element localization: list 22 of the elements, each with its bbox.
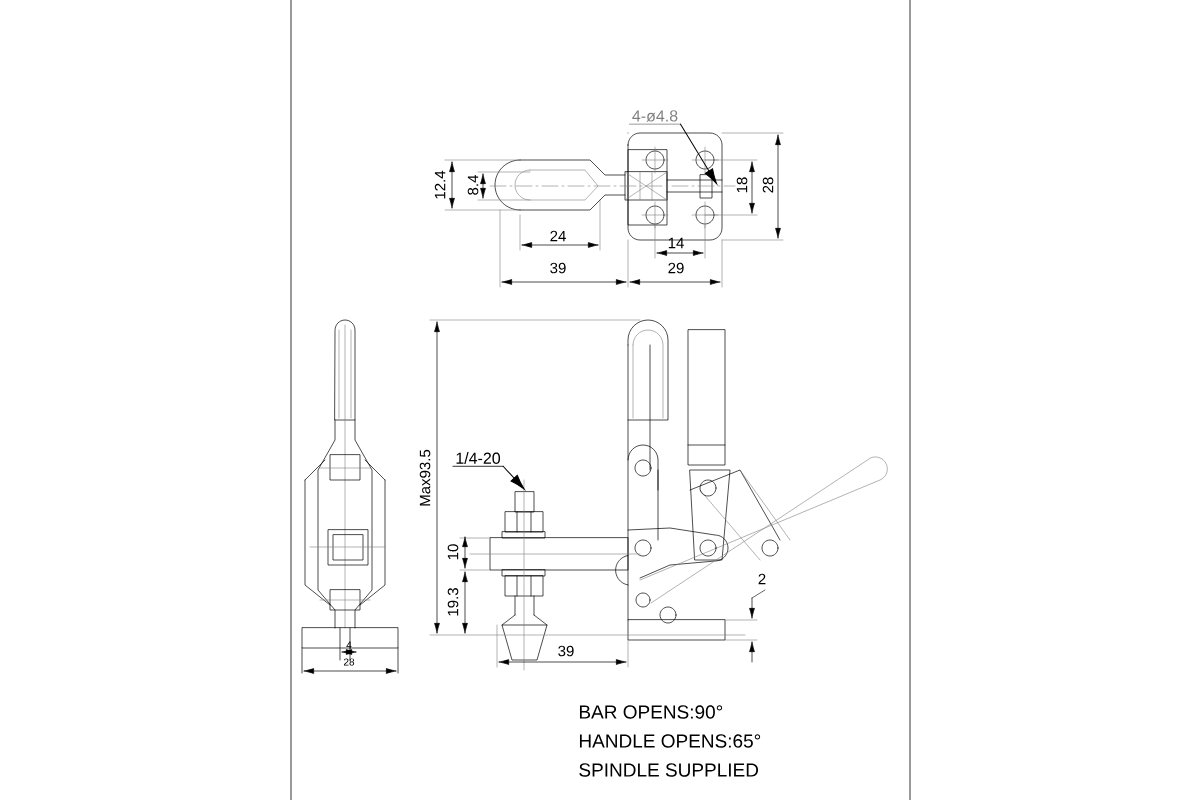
dimension-text: 12.4 bbox=[434, 170, 446, 199]
dimension-text: 28 bbox=[762, 177, 774, 193]
dimension-text: Max93.5 bbox=[419, 449, 431, 506]
dimension-text: HANDLE OPENS:65° bbox=[579, 734, 761, 748]
dimension-text: 24 bbox=[550, 230, 566, 242]
dimension-text: 28 bbox=[343, 658, 355, 666]
dimension-text: 4 bbox=[346, 641, 352, 649]
leader-line bbox=[502, 465, 525, 490]
dimension-text: 10 bbox=[447, 544, 459, 560]
dimension-text: 18 bbox=[736, 177, 748, 193]
dimension-text: 14 bbox=[668, 237, 684, 249]
callout-text: 4-ø4.8 bbox=[629, 110, 681, 125]
dimension-text: 39 bbox=[550, 262, 566, 274]
dimension-text: 39 bbox=[558, 645, 574, 657]
dimension-text: SPINDLE SUPPLIED bbox=[579, 763, 759, 777]
dimension-text: 29 bbox=[668, 262, 684, 274]
dimension-text: 8.4 bbox=[467, 175, 479, 195]
dimension-text: 2 bbox=[758, 573, 766, 585]
callout-text: 1/4-20 bbox=[452, 452, 504, 467]
dimension-text: BAR OPENS:90° bbox=[579, 705, 723, 719]
leader-line bbox=[680, 123, 718, 185]
dimension-text: 19.3 bbox=[447, 588, 459, 616]
